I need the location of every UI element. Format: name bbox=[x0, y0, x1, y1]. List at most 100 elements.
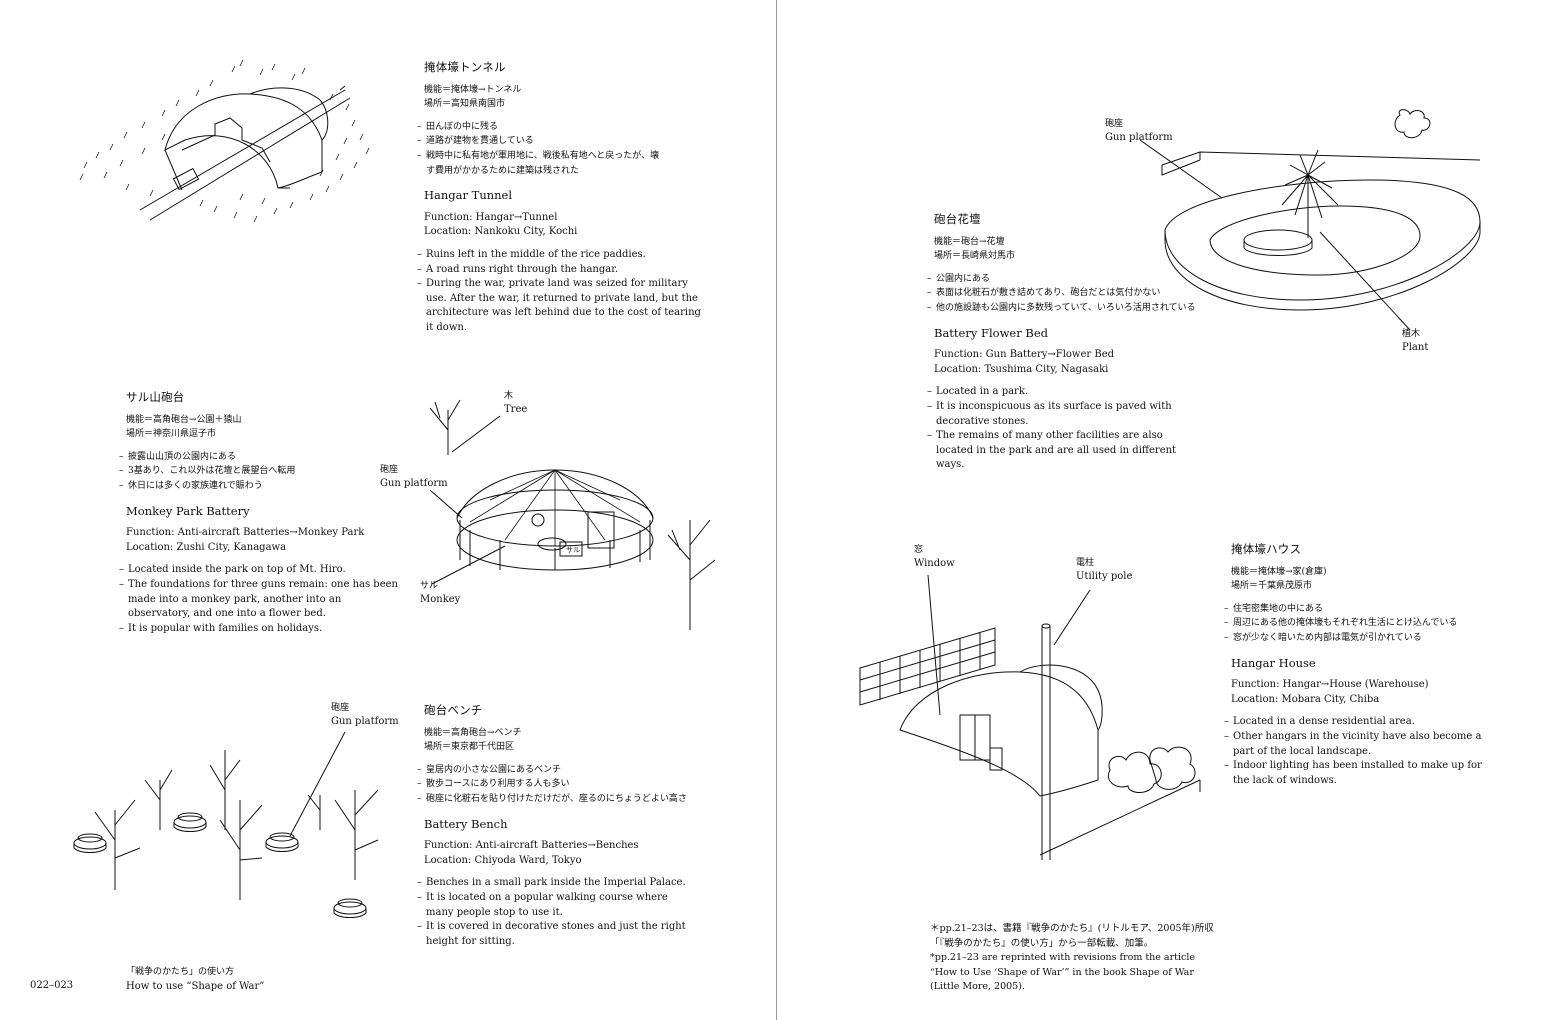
plant-burst bbox=[1281, 149, 1339, 238]
monkey-park-illustration bbox=[429, 399, 716, 630]
gun-platform-label: 砲座 Gun platform bbox=[1105, 119, 1173, 143]
monkey-label: サル Monkey bbox=[420, 581, 461, 605]
note-item: Other hangars in the vicinity have also … bbox=[1224, 730, 1489, 759]
note-item: Benches in a small park inside the Imper… bbox=[417, 876, 697, 891]
monkey-sign: サル bbox=[566, 546, 580, 554]
road bbox=[139, 85, 351, 221]
battery-bench-text: 砲台ベンチ 機能＝高角砲台→ベンチ 場所＝東京都千代田区 皇居内の小さな公園にあ… bbox=[417, 703, 764, 949]
meta-line: 場所＝高知県南国市 bbox=[424, 99, 506, 110]
note-item: 他の施設跡も公園内に多数残っていて、いろいろ活用されている bbox=[927, 301, 1214, 316]
meta-line: 場所＝神奈川県逗子市 bbox=[126, 429, 217, 440]
meta-line: 機能＝高角砲台→公園＋猿山 bbox=[126, 414, 242, 425]
note-item: 田んぼの中に残る bbox=[417, 120, 764, 135]
hangar-house-text: 掩体壕ハウス 機能＝掩体壕→家(倉庫) 場所＝千葉県茂原市 住宅密集地の中にある… bbox=[1224, 542, 1501, 788]
note-item: 散歩コースにあり利用する人も多い bbox=[417, 777, 764, 792]
monkey-leader bbox=[431, 545, 506, 585]
reprint-note: ＊pp.21–23は、書籍『戦争のかたち』(リトルモア、2005年)所収 「『戦… bbox=[930, 923, 1214, 993]
note-item: A road runs right through the hangar. bbox=[417, 263, 707, 278]
meta-line: Function: Anti-aircraft Batteries→Benche… bbox=[424, 840, 639, 852]
house-arch bbox=[899, 671, 1099, 797]
note-item: 周辺にある他の掩体壕もそれぞれ生活にとけ込んでいる bbox=[1224, 616, 1501, 631]
window-leader bbox=[927, 574, 941, 716]
note-item: During the war, private land was seized … bbox=[417, 277, 707, 335]
gun-platform-leader-flower bbox=[1139, 139, 1223, 199]
car bbox=[172, 167, 200, 191]
monkey-park-text: サル山砲台 機能＝高角砲台→公園＋猿山 場所＝神奈川県逗子市 披露山山頂の公園内… bbox=[119, 390, 416, 636]
meta-line: Location: Chiyoda Ward, Tokyo bbox=[424, 854, 582, 866]
meta-line: Location: Zushi City, Kanagawa bbox=[126, 541, 287, 553]
meta-line: Function: Gun Battery→Flower Bed bbox=[934, 349, 1115, 361]
meta-line: 場所＝千葉県茂原市 bbox=[1231, 581, 1313, 592]
note-item: 3基あり、これ以外は花壇と展望台へ転用 bbox=[119, 464, 416, 479]
tree-leader bbox=[451, 415, 501, 453]
meta-line: Function: Hangar→Tunnel bbox=[424, 211, 558, 223]
note-item: Located inside the park on top of Mt. Hi… bbox=[119, 563, 399, 578]
meta-line: 場所＝東京都千代田区 bbox=[424, 742, 515, 753]
fence bbox=[859, 627, 996, 706]
section-title-en: Hangar House bbox=[1231, 655, 1316, 670]
note-item: Located in a dense residential area. bbox=[1224, 715, 1489, 730]
meta-line: Location: Mobara City, Chiba bbox=[1231, 693, 1380, 705]
note-item: 皇居内の小さな公園にあるベンチ bbox=[417, 763, 764, 778]
bench-2 bbox=[173, 812, 207, 832]
note-item: 戦時中に私有地が軍用地に、戦後私有地へと戻ったが、壊す費用がかかるために建築は残… bbox=[417, 149, 666, 178]
note-item: 休日には多くの家族連れで賑わう bbox=[119, 479, 416, 494]
rice-paddy-marks bbox=[79, 59, 370, 223]
note-item: It is inconspicuous as its surface is pa… bbox=[927, 400, 1202, 429]
gun-platform-leader bbox=[429, 489, 463, 519]
right-page bbox=[778, 0, 1552, 1020]
utility-pole-label: 電柱 Utility pole bbox=[1076, 558, 1133, 582]
meta-line: 機能＝高角砲台→ベンチ bbox=[424, 727, 522, 738]
section-title-en: Battery Bench bbox=[424, 816, 508, 831]
note-item: Located in a park. bbox=[927, 385, 1202, 400]
meta-line: Location: Nankoku City, Kochi bbox=[424, 226, 578, 238]
section-title-en: Hangar Tunnel bbox=[424, 188, 513, 203]
section-title-en: Battery Flower Bed bbox=[934, 325, 1049, 340]
hangar-arch bbox=[164, 93, 323, 189]
section-title-ja: 掩体壕ハウス bbox=[1231, 542, 1302, 556]
section-title-en: Monkey Park Battery bbox=[126, 503, 250, 518]
bench-4 bbox=[333, 898, 367, 918]
utility-pole bbox=[1041, 626, 1051, 860]
section-title-ja: サル山砲台 bbox=[126, 390, 185, 404]
meta-line: Function: Hangar→House (Warehouse) bbox=[1231, 679, 1429, 691]
bench-1 bbox=[73, 833, 107, 853]
meta-line: Location: Tsushima City, Nagasaki bbox=[934, 363, 1109, 375]
note-item: The foundations for three guns remain: o… bbox=[119, 578, 399, 622]
note-item: It is located on a popular walking cours… bbox=[417, 891, 697, 920]
gun-platform-leader-bench bbox=[289, 731, 346, 837]
flower-bed-text: 砲台花壇 機能＝砲台→花壇 場所＝長崎県対馬市 公園内にある 表面は化粧石が敷き… bbox=[927, 212, 1214, 473]
note-item: 砲座に化粧石を貼り付けただけだが、座るのにちょうどよい高さ bbox=[417, 792, 764, 807]
gun-platform-label: 砲座 Gun platform bbox=[380, 465, 448, 489]
meta-line: 機能＝掩体壕→トンネル bbox=[424, 84, 522, 95]
note-item: 披露山山頂の公園内にある bbox=[119, 450, 416, 465]
hangar-tunnel-illustration bbox=[79, 59, 370, 223]
bench-3 bbox=[265, 832, 299, 852]
note-item: Indoor lighting has been installed to ma… bbox=[1224, 759, 1489, 788]
note-item: 表面は化粧石が敷き詰めてあり、砲台だとは気付かない bbox=[927, 286, 1214, 301]
note-item: 公園内にある bbox=[927, 272, 1214, 287]
section-title-ja: 掩体壕トンネル bbox=[424, 60, 506, 74]
note-item: 道路が建物を貫通している bbox=[417, 134, 764, 149]
plant-label: 植木 Plant bbox=[1402, 329, 1429, 353]
note-item: It is covered in decorative stones and j… bbox=[417, 920, 697, 949]
note-item: It is popular with families on holidays. bbox=[119, 622, 399, 637]
meta-line: 機能＝掩体壕→家(倉庫) bbox=[1231, 566, 1327, 577]
flower-bed-illustration bbox=[1139, 109, 1481, 331]
battery-bench-illustration bbox=[73, 731, 379, 918]
hangar-tunnel-text: 掩体壕トンネル 機能＝掩体壕→トンネル 場所＝高知県南国市 田んぼの中に残る 道… bbox=[417, 60, 764, 336]
note-item: 窓が少なく暗いため内部は電気が引かれている bbox=[1224, 631, 1501, 646]
page-folio: 022–023 bbox=[30, 980, 74, 991]
hangar-house-illustration bbox=[859, 574, 1201, 860]
page-caption: 「戦争のかたち」の使い方 How to use “Shape of War” bbox=[126, 967, 265, 992]
window-label: 窓 Window bbox=[914, 545, 955, 569]
meta-line: Function: Anti-aircraft Batteries→Monkey… bbox=[126, 527, 365, 539]
meta-line: 機能＝砲台→花壇 bbox=[934, 236, 1005, 247]
page-gutter bbox=[776, 0, 777, 1020]
meta-line: 場所＝長崎県対馬市 bbox=[934, 251, 1016, 262]
tree-label: 木 Tree bbox=[504, 391, 528, 415]
note-item: 住宅密集地の中にある bbox=[1224, 602, 1501, 617]
note-item: Ruins left in the middle of the rice pad… bbox=[417, 248, 707, 263]
section-title-ja: 砲台ベンチ bbox=[424, 703, 483, 717]
